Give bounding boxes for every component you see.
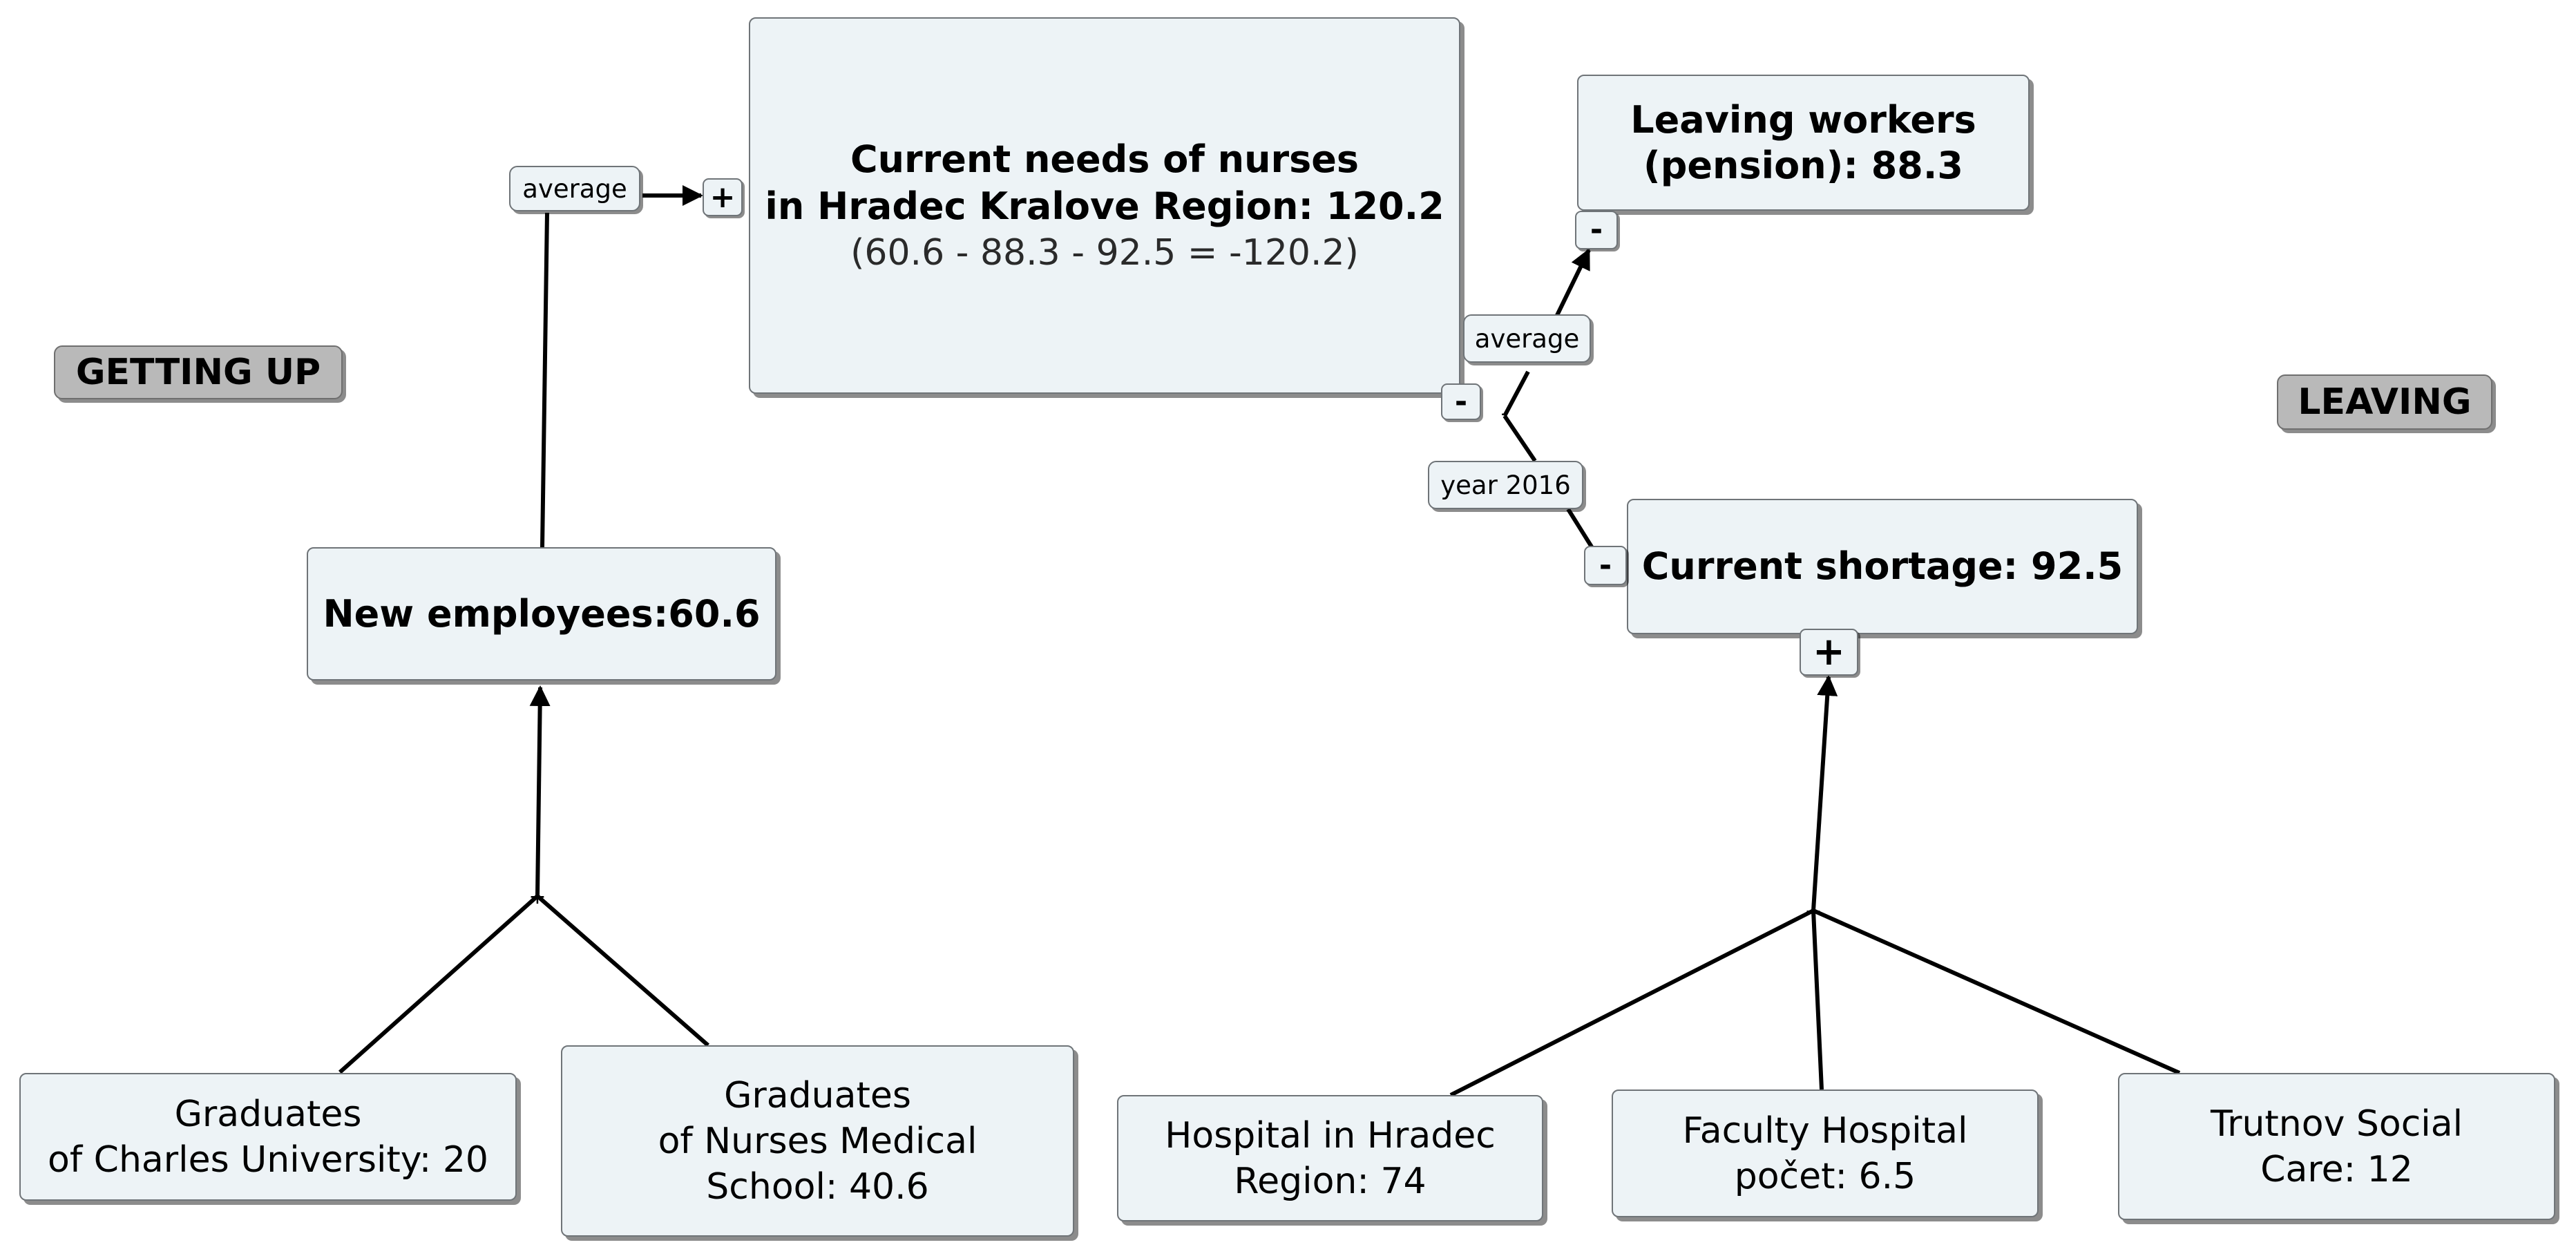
graduates-nurses-line1: Graduates bbox=[724, 1074, 911, 1116]
link-join-new-employees bbox=[529, 685, 551, 897]
graduates-charles-line2: of Charles University: 20 bbox=[48, 1139, 488, 1181]
minus-badge-current-shortage[interactable]: - bbox=[1584, 546, 1627, 585]
junction-plus-right: + bbox=[1804, 900, 1822, 924]
minus-sign-1: - bbox=[1454, 383, 1468, 419]
plus-sign-1: + bbox=[709, 179, 736, 215]
hospital-hradec-line1: Hospital in Hradec bbox=[1165, 1114, 1496, 1157]
link-graduates-charles-join bbox=[338, 894, 539, 1074]
trutnov-line1: Trutnov Social bbox=[2210, 1103, 2463, 1145]
getting-up-tag: GETTING UP bbox=[54, 345, 343, 399]
new-employees-label: New employees:60.6 bbox=[323, 591, 761, 636]
trutnov-line2: Care: 12 bbox=[2260, 1148, 2413, 1190]
leaving-tag: LEAVING bbox=[2277, 374, 2492, 430]
minus-sign-3: - bbox=[1599, 547, 1612, 583]
graduates-nurses-line2: of Nurses Medical bbox=[658, 1120, 977, 1162]
trutnov-node[interactable]: Trutnov Social Care: 12 bbox=[2118, 1073, 2555, 1220]
plus-badge-current-shortage[interactable]: + bbox=[1800, 629, 1858, 676]
graduates-charles-node[interactable]: Graduates of Charles University: 20 bbox=[19, 1073, 517, 1201]
faculty-hospital-line1: Faculty Hospital bbox=[1682, 1110, 1968, 1152]
hospital-hradec-node[interactable]: Hospital in Hradec Region: 74 bbox=[1117, 1095, 1543, 1221]
junction-minus-center: - bbox=[1501, 401, 1509, 426]
link-join-shortage bbox=[1811, 675, 1838, 911]
graduates-nurses-node[interactable]: Graduates of Nurses Medical School: 40.6 bbox=[561, 1045, 1074, 1237]
average-label-left: average bbox=[509, 166, 640, 211]
link-graduates-nurses-join bbox=[536, 894, 709, 1047]
link-year-to-shortage bbox=[1566, 508, 1594, 549]
link-needs-to-year bbox=[1502, 415, 1537, 462]
average-label-right: average bbox=[1463, 314, 1591, 363]
getting-up-label: GETTING UP bbox=[75, 352, 321, 393]
average-right-text: average bbox=[1474, 323, 1580, 354]
current-needs-title-line2: in Hradec Kralove Region: 120.2 bbox=[765, 184, 1444, 228]
faculty-hospital-node[interactable]: Faculty Hospital počet: 6.5 bbox=[1612, 1090, 2039, 1217]
leaving-workers-node[interactable]: Leaving workers (pension): 88.3 bbox=[1577, 75, 2030, 211]
leaving-label: LEAVING bbox=[2298, 381, 2472, 423]
leaving-workers-line1: Leaving workers bbox=[1630, 97, 1976, 142]
year-2016-text: year 2016 bbox=[1440, 470, 1571, 500]
minus-badge-current-needs[interactable]: - bbox=[1441, 383, 1481, 420]
current-shortage-label: Current shortage: 92.5 bbox=[1641, 544, 2124, 588]
link-trutnov-join bbox=[1812, 908, 2181, 1075]
leaving-workers-line2: (pension): 88.3 bbox=[1643, 143, 1963, 187]
hospital-hradec-line2: Region: 74 bbox=[1234, 1160, 1427, 1202]
new-employees-node[interactable]: New employees:60.6 bbox=[307, 547, 776, 681]
junction-plus-left: + bbox=[528, 885, 546, 909]
faculty-hospital-line2: počet: 6.5 bbox=[1734, 1155, 1916, 1197]
graduates-nurses-line3: School: 40.6 bbox=[706, 1165, 929, 1208]
current-shortage-node[interactable]: Current shortage: 92.5 bbox=[1627, 499, 2138, 634]
link-hospital-hradec-join bbox=[1449, 908, 1815, 1097]
link-faculty-join bbox=[1811, 910, 1824, 1090]
graduates-charles-line1: Graduates bbox=[174, 1093, 362, 1135]
link-needs-to-average bbox=[1502, 370, 1530, 417]
year-2016-label: year 2016 bbox=[1428, 461, 1583, 509]
plus-sign-2: + bbox=[1813, 629, 1845, 674]
current-needs-title-line1: Current needs of nurses bbox=[850, 137, 1359, 181]
average-left-text: average bbox=[522, 173, 627, 204]
link-new-employees-average bbox=[540, 212, 549, 548]
current-needs-node[interactable]: Current needs of nurses in Hradec Kralov… bbox=[749, 17, 1460, 394]
current-needs-formula: (60.6 - 88.3 - 92.5 = -120.2) bbox=[850, 231, 1359, 274]
minus-sign-2: - bbox=[1590, 212, 1603, 247]
minus-badge-leaving-workers[interactable]: - bbox=[1575, 211, 1618, 249]
plus-badge-current-needs[interactable]: + bbox=[703, 178, 743, 216]
